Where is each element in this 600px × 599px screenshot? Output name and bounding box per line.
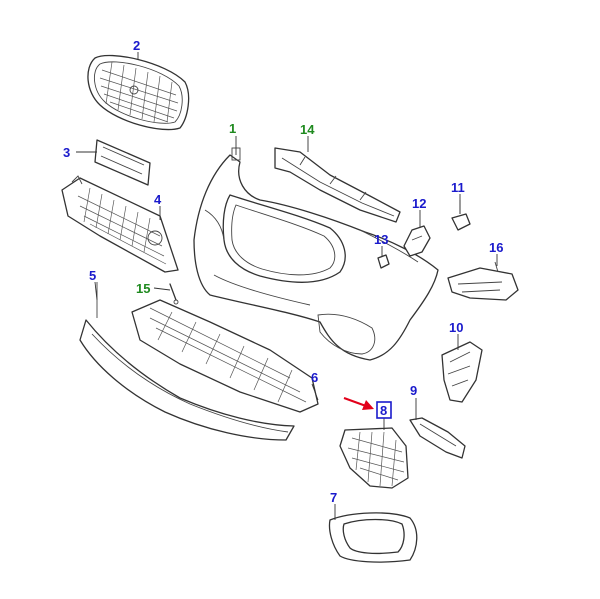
callout-15: 15 bbox=[136, 281, 150, 296]
callout-6: 6 bbox=[311, 370, 318, 385]
part-lower-grille-carrier[interactable] bbox=[61, 175, 179, 273]
part-lower-lip[interactable] bbox=[79, 282, 295, 441]
callout-1: 1 bbox=[229, 121, 236, 136]
callout-11: 11 bbox=[451, 180, 465, 195]
part-bracket-12[interactable] bbox=[403, 225, 431, 257]
callout-9: 9 bbox=[410, 383, 417, 398]
part-bezel-surround[interactable] bbox=[328, 512, 418, 563]
part-side-bracket-10[interactable] bbox=[441, 341, 483, 403]
pointer-arrow bbox=[343, 397, 374, 410]
leader-lines bbox=[76, 52, 498, 520]
callout-10: 10 bbox=[449, 320, 463, 335]
callout-8-highlight-box bbox=[376, 401, 392, 419]
callout-4: 4 bbox=[154, 192, 162, 207]
part-fog-lamp-grille[interactable] bbox=[339, 427, 409, 489]
part-upper-reinforcement[interactable] bbox=[274, 147, 401, 223]
callout-12: 12 bbox=[412, 196, 426, 211]
part-clip-13[interactable] bbox=[377, 254, 390, 269]
part-side-bracket-16[interactable] bbox=[447, 261, 519, 301]
part-bolt-11[interactable] bbox=[451, 200, 471, 231]
callout-5: 5 bbox=[89, 268, 96, 283]
callout-2: 2 bbox=[133, 38, 140, 53]
callout-3: 3 bbox=[63, 145, 70, 160]
part-bumper-cover[interactable] bbox=[193, 147, 439, 361]
callout-labels: 1 2 3 4 5 6 7 8 9 10 11 12 13 14 15 16 bbox=[63, 38, 503, 505]
callout-16: 16 bbox=[489, 240, 503, 255]
callout-14: 14 bbox=[300, 122, 315, 137]
callout-13: 13 bbox=[374, 232, 388, 247]
part-undertray[interactable] bbox=[131, 299, 319, 413]
part-trim-strip-9[interactable] bbox=[409, 417, 466, 459]
part-license-plate-bracket[interactable] bbox=[94, 139, 151, 186]
callout-8: 8 bbox=[380, 403, 387, 418]
part-grille[interactable] bbox=[87, 54, 190, 131]
part-pin-15[interactable] bbox=[169, 283, 179, 305]
callout-7: 7 bbox=[330, 490, 337, 505]
